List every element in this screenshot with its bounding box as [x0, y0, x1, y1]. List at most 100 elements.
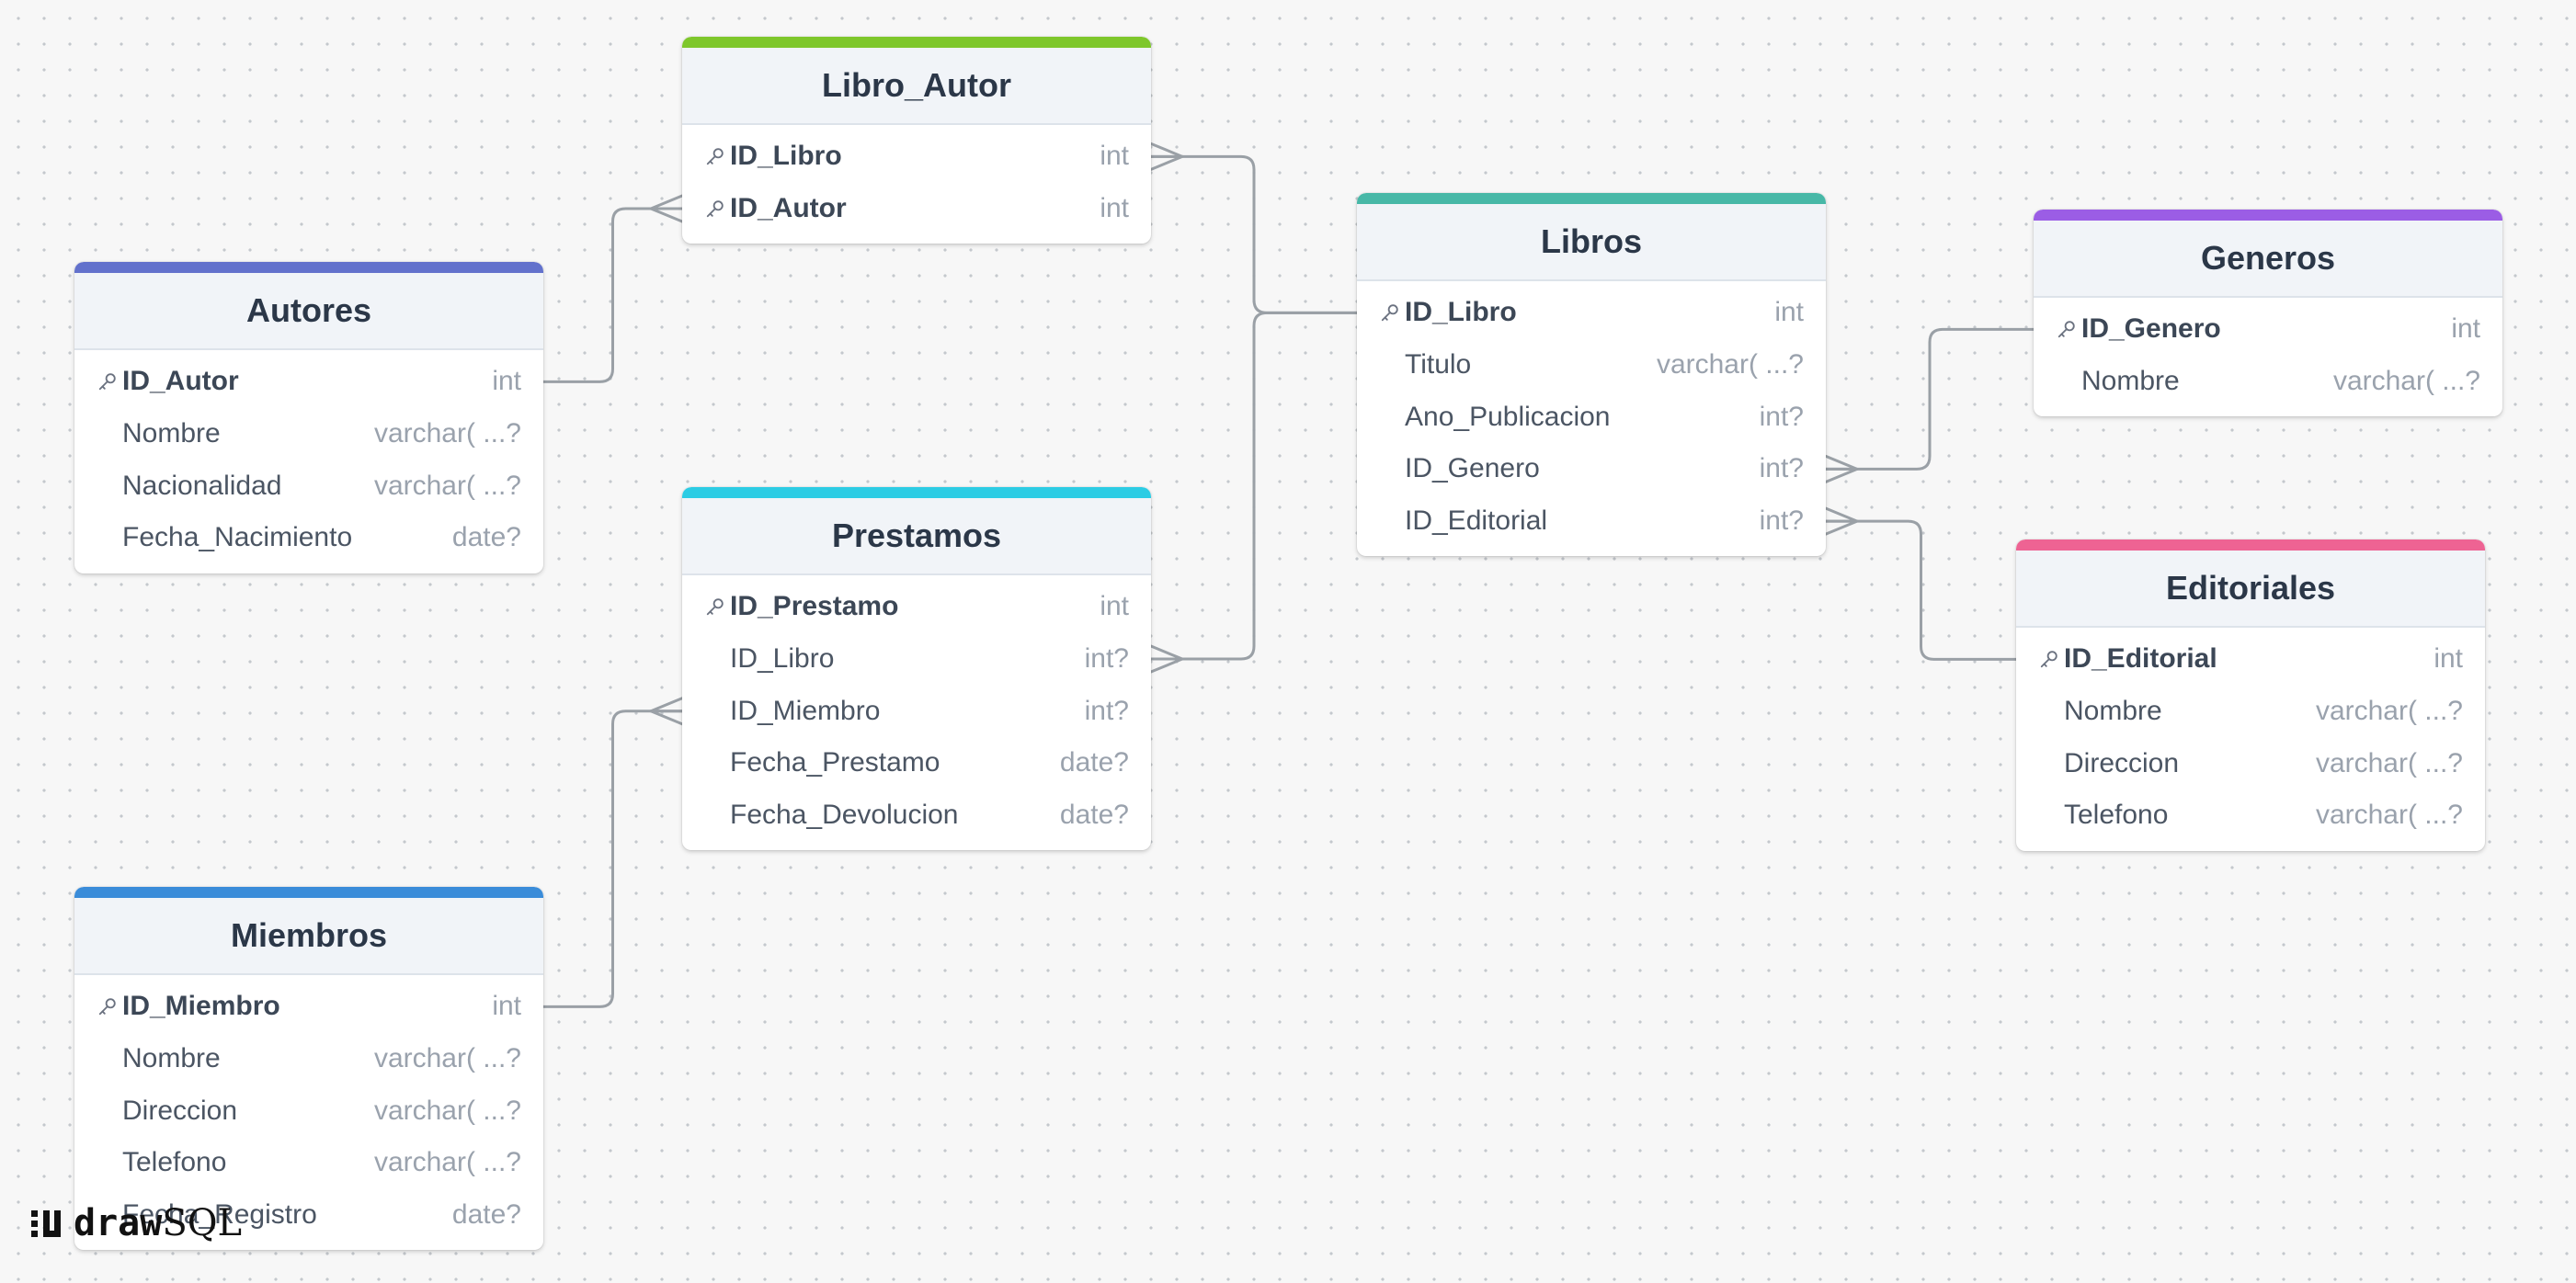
table-accent-bar — [1357, 193, 1826, 204]
column-name: Fecha_Nacimiento — [122, 522, 353, 553]
column-name: Telefono — [122, 1147, 227, 1178]
table-title[interactable]: Libro_Autor — [682, 48, 1151, 125]
key-slot — [93, 523, 122, 552]
column-type: varchar( ...? — [2332, 366, 2480, 397]
column-name: Telefono — [2064, 800, 2169, 831]
column-type: int — [1100, 591, 1129, 622]
column-row[interactable]: Fecha_Prestamo date? — [682, 737, 1151, 789]
column-name: ID_Editorial — [1405, 505, 1548, 537]
table-accent-bar — [682, 487, 1151, 498]
key-icon — [701, 592, 730, 621]
relationship-line — [1826, 519, 2016, 661]
key-slot — [2035, 800, 2064, 830]
column-name: ID_Prestamo — [730, 591, 899, 622]
column-name: Fecha_Prestamo — [730, 747, 940, 778]
table-title[interactable]: Generos — [2034, 221, 2502, 298]
table-title[interactable]: Editoriales — [2016, 551, 2485, 628]
table-accent-bar — [74, 262, 543, 273]
column-type: int? — [1084, 643, 1129, 675]
column-name: ID_Genero — [1405, 453, 1540, 484]
crows-foot-marker — [1149, 142, 1184, 171]
column-name: Ano_Publicacion — [1405, 401, 1611, 432]
key-slot — [93, 1096, 122, 1126]
column-row[interactable]: Ano_Publicacion int? — [1357, 391, 1826, 443]
table-title[interactable]: Miembros — [74, 898, 543, 975]
relationship-line — [1151, 154, 1357, 314]
key-slot — [701, 644, 730, 674]
column-name: Fecha_Registro — [122, 1199, 317, 1231]
key-icon — [701, 142, 730, 171]
table-accent-bar — [2016, 539, 2485, 551]
table-title[interactable]: Autores — [74, 273, 543, 350]
key-slot — [2052, 367, 2081, 396]
brand-text-sql: SQL — [162, 1202, 243, 1244]
column-type: varchar( ...? — [2315, 747, 2463, 778]
crows-foot-marker — [649, 194, 684, 223]
key-icon — [2052, 314, 2081, 344]
key-slot — [93, 1044, 122, 1073]
column-type: varchar( ...? — [2315, 800, 2463, 831]
column-row[interactable]: Telefono varchar( ...? — [2016, 789, 2485, 842]
column-type: int — [1774, 297, 1804, 328]
table-accent-bar — [682, 37, 1151, 48]
column-type: int — [1100, 193, 1129, 224]
key-icon — [1375, 298, 1405, 327]
key-icon — [93, 992, 122, 1021]
column-row[interactable]: ID_Libro int? — [682, 633, 1151, 686]
table-title[interactable]: Prestamos — [682, 498, 1151, 575]
key-icon — [701, 194, 730, 223]
key-slot — [1375, 454, 1405, 483]
column-type: int? — [1759, 401, 1804, 432]
key-slot — [1375, 403, 1405, 432]
column-name: ID_Miembro — [730, 695, 881, 726]
column-type: int — [2434, 643, 2463, 675]
column-type: date? — [1059, 800, 1129, 831]
column-type: varchar( ...? — [2315, 696, 2463, 727]
column-type: date? — [1059, 747, 1129, 778]
table-title[interactable]: Libros — [1357, 204, 1826, 281]
table-accent-bar — [74, 887, 543, 898]
column-row[interactable]: ID_Prestamo int — [682, 581, 1151, 633]
relationship-line — [1151, 311, 1357, 661]
column-name: ID_Libro — [730, 643, 835, 675]
column-type: varchar( ...? — [373, 1095, 521, 1126]
